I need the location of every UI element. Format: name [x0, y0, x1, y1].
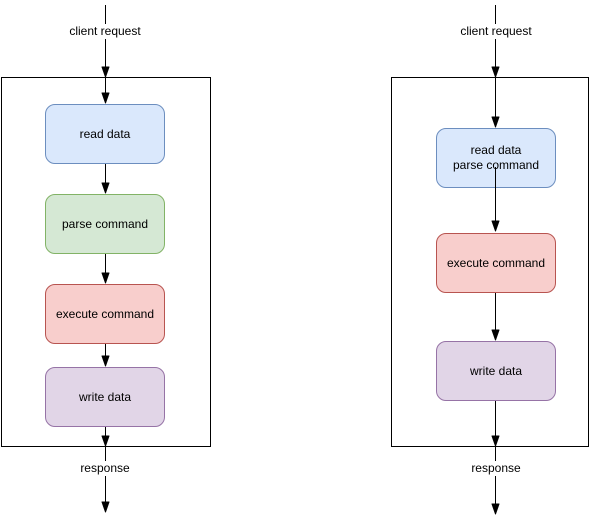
node-execute-command-right[interactable]: execute command: [436, 233, 556, 293]
node-read-data[interactable]: read data: [45, 104, 165, 164]
process-container-left[interactable]: [1, 77, 211, 447]
node-parse-command[interactable]: parse command: [45, 194, 165, 254]
edge-label-response-left: response: [77, 461, 133, 476]
edge-label-response-right: response: [468, 461, 524, 476]
process-container-right[interactable]: [391, 77, 589, 447]
node-read-data-parse-command[interactable]: read data parse command: [436, 128, 556, 188]
node-execute-command[interactable]: execute command: [45, 284, 165, 344]
edge-label-client-request-left: client request: [66, 24, 144, 39]
node-write-data[interactable]: write data: [45, 367, 165, 427]
node-write-data-right[interactable]: write data: [436, 341, 556, 401]
edge-label-client-request-right: client request: [457, 24, 535, 39]
